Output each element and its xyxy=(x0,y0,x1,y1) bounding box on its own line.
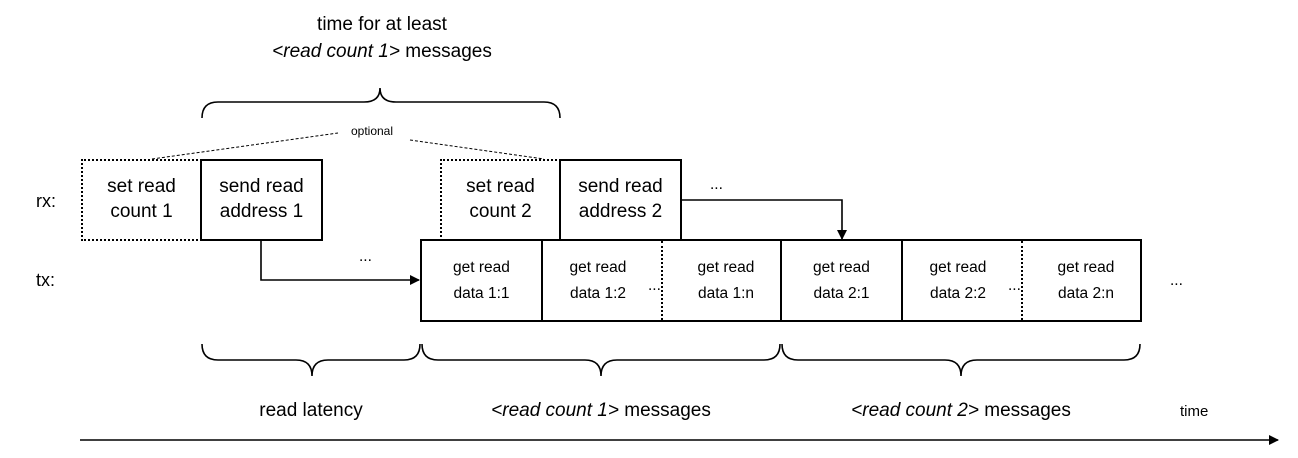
tx-group-1-divider-a xyxy=(541,241,543,320)
rx-box-send-read-address-1: send read address 1 xyxy=(200,159,323,241)
tx-box-4-line1: get read xyxy=(813,258,870,276)
tx-box-3-line1: get read xyxy=(697,258,755,276)
tx-box-data-1-1: get read data 1:1 xyxy=(422,241,541,320)
tx-row-label: tx: xyxy=(36,270,56,290)
tx-ellipsis-mid: ... xyxy=(359,248,372,265)
tx-end-ellipsis: ... xyxy=(1170,272,1183,289)
rx-row-label: rx: xyxy=(36,191,56,211)
rx-box-1-line2: count 1 xyxy=(110,201,173,222)
read-count-1-em: <read count 1> xyxy=(491,400,619,421)
tx-group-1-divider-b xyxy=(661,241,663,320)
rx-box-4-line2: address 2 xyxy=(578,201,663,222)
read-count-2-em: <read count 2> xyxy=(851,400,979,421)
rx-box-set-read-count-2: set read count 2 xyxy=(440,159,561,241)
brace-read-latency xyxy=(201,343,421,377)
tx-group-2-divider-a xyxy=(901,241,903,320)
tx-group-2: get read data 2:1 get read data 2:2 ... ge… xyxy=(780,239,1142,322)
tx-box-data-1-2: get read data 1:2 xyxy=(543,241,653,320)
time-axis-label: time xyxy=(1180,403,1209,420)
rx-box-1-line1: set read xyxy=(107,176,176,198)
brace-read-count-1 xyxy=(421,343,781,377)
tx-group-2-divider-b xyxy=(1021,241,1023,320)
tx-box-2-line1: get read xyxy=(569,258,627,276)
top-brace-label-line1: time for at least xyxy=(317,14,447,35)
rx-ellipsis: ... xyxy=(710,176,723,193)
tx-inner-ellipsis-1: ... xyxy=(648,277,661,294)
arrow-address1-to-tx xyxy=(260,240,420,285)
optional-guide-right xyxy=(409,139,545,160)
read-count-2-rest: messages xyxy=(978,400,1071,421)
tx-box-5-line2: data 2:2 xyxy=(929,284,986,302)
rx-box-2-line2: address 1 xyxy=(219,201,304,222)
rx-box-4-line1: send read xyxy=(578,176,663,198)
tx-box-3-line2: data 1:n xyxy=(697,284,754,302)
tx-box-data-2-1: get read data 2:1 xyxy=(782,241,901,320)
top-brace xyxy=(201,87,561,119)
arrow-address2-to-tx xyxy=(681,199,847,240)
tx-box-4-line2: data 2:1 xyxy=(813,284,870,302)
read-count-2-label: <read count 2> messages xyxy=(851,400,1071,422)
tx-box-6-line1: get read xyxy=(1057,258,1115,276)
tx-box-data-2-n: get read data 2:n xyxy=(1032,241,1140,320)
tx-box-1-line2: data 1:1 xyxy=(453,284,510,302)
tx-box-6-line2: data 2:n xyxy=(1057,284,1114,302)
read-count-1-label: <read count 1> messages xyxy=(491,400,711,422)
tx-box-2-line2: data 1:2 xyxy=(569,284,626,302)
rx-box-2-line1: send read xyxy=(219,176,304,198)
tx-box-data-1-n: get read data 1:n xyxy=(672,241,780,320)
read-latency-label: read latency xyxy=(259,400,363,421)
optional-guide-left xyxy=(151,132,339,160)
tx-group-1: get read data 1:1 get read data 1:2 ... ge… xyxy=(420,239,782,322)
rx-box-set-read-count-1: set read count 1 xyxy=(81,159,202,241)
optional-label: optional xyxy=(350,124,394,138)
rx-box-3-line1: set read xyxy=(466,176,535,198)
brace-read-count-2 xyxy=(781,343,1141,377)
top-brace-label-line2: <read count 1> messages xyxy=(272,39,492,66)
rx-box-send-read-address-2: send read address 2 xyxy=(559,159,682,241)
tx-inner-ellipsis-2: ... xyxy=(1008,277,1021,294)
top-brace-label-em: <read count 1> xyxy=(272,40,400,62)
tx-box-data-2-2: get read data 2:2 xyxy=(903,241,1013,320)
top-brace-label: time for at least <read count 1> message… xyxy=(272,12,492,65)
tx-box-1-line1: get read xyxy=(453,258,510,276)
rx-box-3-line2: count 2 xyxy=(469,201,532,222)
top-brace-label-rest: messages xyxy=(399,40,492,62)
read-count-1-rest: messages xyxy=(618,400,711,421)
tx-box-5-line1: get read xyxy=(929,258,987,276)
